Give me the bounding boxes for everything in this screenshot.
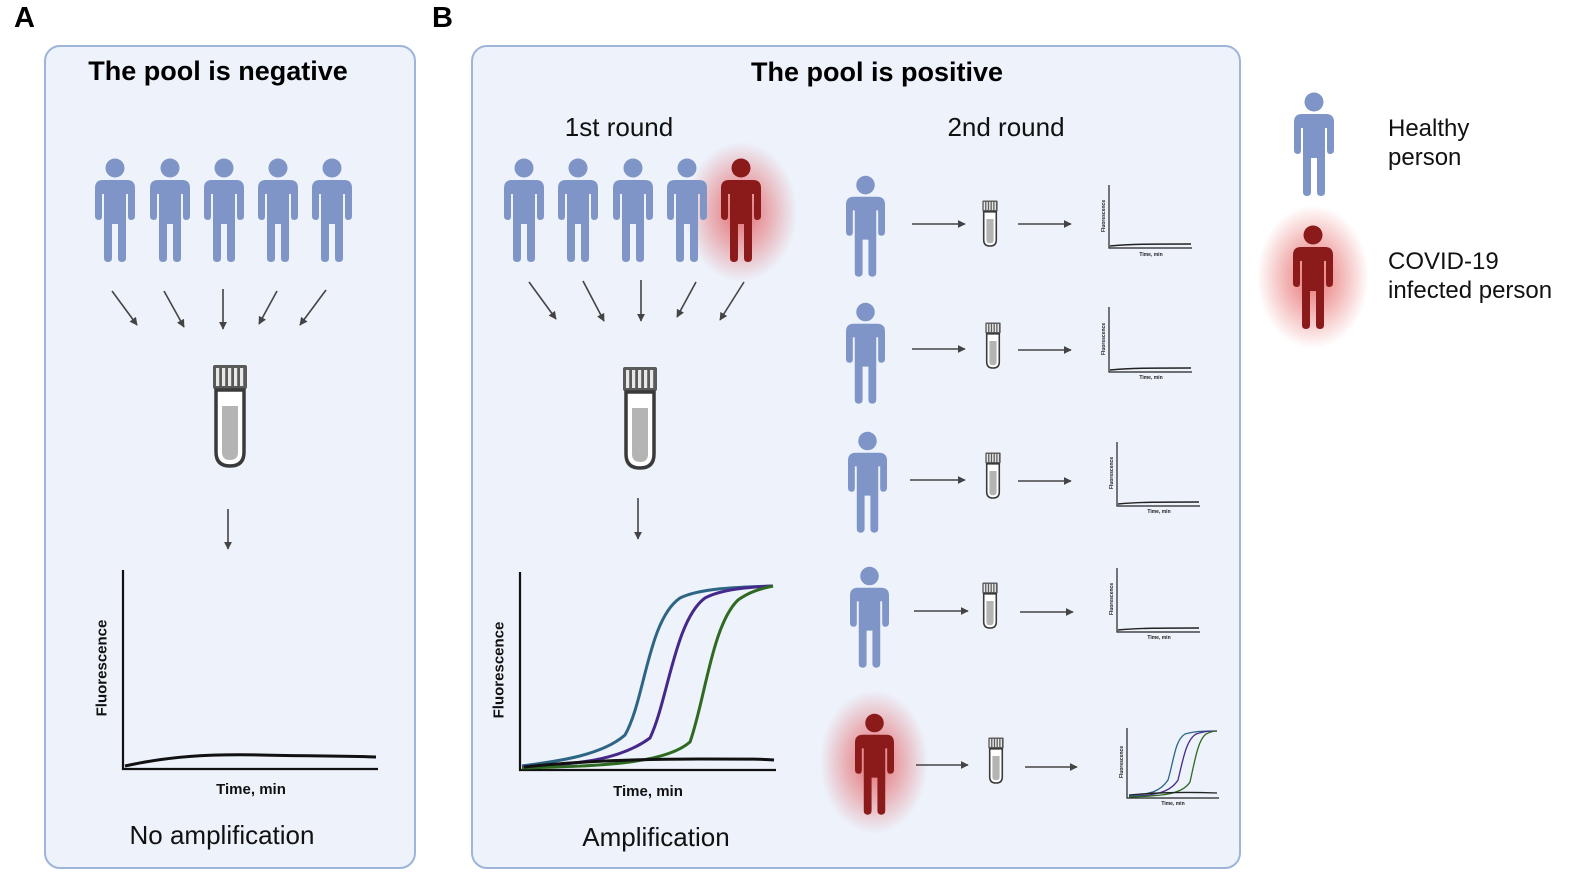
person-icon	[848, 431, 887, 533]
person-icon	[846, 175, 885, 277]
test-tube-icon	[211, 364, 249, 468]
chart-b	[518, 572, 776, 772]
chart-b-axes	[518, 572, 776, 772]
panel-b-pool-arrows	[528, 280, 745, 322]
test-tube-icon	[984, 322, 1002, 369]
test-tube-icon	[987, 737, 1005, 784]
mini-chart-5-xlabel: Time, min	[1161, 801, 1185, 807]
mini-chart-1	[1108, 185, 1192, 249]
arrow-icon	[719, 281, 745, 321]
arrow-icon	[299, 289, 327, 326]
panel-a-result: No amplification	[129, 820, 315, 850]
mini-chart-4-xlabel: Time, min	[1147, 635, 1171, 641]
mini-chart-4-ylabel: Fluorescence	[1109, 582, 1115, 616]
panel-b-result: Amplification	[582, 822, 730, 852]
chart-b-ylabel: Fluorescence	[490, 621, 508, 719]
panel-a-people	[95, 158, 352, 262]
test-tube-icon	[981, 582, 999, 629]
legend-healthy-line1: Healthy	[1388, 115, 1470, 142]
panel-a-pool-arrows	[111, 289, 327, 330]
mini-chart-5	[1126, 728, 1219, 799]
person-icon	[312, 158, 352, 262]
person-icon	[850, 566, 889, 668]
test-tube-icon	[984, 452, 1002, 499]
mini-chart-3-xlabel: Time, min	[1147, 509, 1171, 515]
person-icon	[150, 158, 190, 262]
chart-b-curve-1	[521, 584, 774, 768]
mini-chart-1-xlabel: Time, min	[1139, 252, 1163, 258]
chart-a-xlabel: Time, min	[216, 781, 286, 798]
test-tube-icon	[981, 200, 999, 247]
person-icon	[558, 158, 598, 262]
chart-b-xlabel: Time, min	[613, 783, 683, 800]
panel-b-people	[504, 158, 707, 262]
chart-b-baseline	[523, 757, 775, 769]
legend-healthy-person-icon	[1294, 92, 1334, 196]
person-icon	[258, 158, 298, 262]
test-tube-icon	[621, 366, 659, 470]
legend-healthy: Healthy person	[1388, 114, 1469, 172]
legend-infected: COVID-19 infected person	[1388, 247, 1552, 305]
chart-a-ylabel: Fluorescence	[93, 619, 111, 717]
legend-healthy-line2: person	[1388, 144, 1462, 171]
mini-chart-2-xlabel: Time, min	[1139, 375, 1163, 381]
mini-chart-4	[1116, 568, 1200, 633]
chart-a-axes	[121, 570, 378, 771]
panel-letter-a: A	[14, 2, 35, 34]
second-round-rows	[820, 175, 1219, 834]
arrow-icon	[111, 290, 138, 326]
chart-a-baseline	[124, 753, 377, 768]
chart-b-curve-2	[521, 584, 774, 769]
chart-b-curve-3	[521, 584, 774, 770]
panel-letter-b: B	[432, 2, 453, 34]
person-icon	[504, 158, 544, 262]
mini-chart-3	[1116, 442, 1200, 507]
legend-infected-line1: COVID-19	[1388, 248, 1499, 275]
round-1-label: 1st round	[564, 112, 674, 142]
mini-chart-3-ylabel: Fluorescence	[1109, 456, 1115, 490]
mini-chart-1-ylabel: Fluorescence	[1101, 199, 1107, 233]
person-icon	[204, 158, 244, 262]
legend-infected-line2: infected person	[1388, 277, 1553, 304]
round-2-label: 2nd round	[947, 112, 1065, 142]
arrow-icon	[258, 290, 278, 325]
panel-a-title: The pool is negative	[88, 56, 348, 86]
arrow-icon	[163, 290, 185, 328]
person-icon	[846, 302, 885, 404]
mini-chart-2-ylabel: Fluorescence	[1101, 322, 1107, 356]
panel-b-title: The pool is positive	[750, 57, 1004, 87]
mini-chart-5-ylabel: Fluorescence	[1119, 745, 1125, 779]
person-icon	[95, 158, 135, 262]
arrow-icon	[528, 281, 557, 320]
chart-a	[121, 570, 378, 771]
arrow-icon	[582, 280, 605, 322]
arrow-icon	[676, 281, 697, 318]
mini-chart-2	[1108, 307, 1192, 373]
person-icon	[613, 158, 653, 262]
